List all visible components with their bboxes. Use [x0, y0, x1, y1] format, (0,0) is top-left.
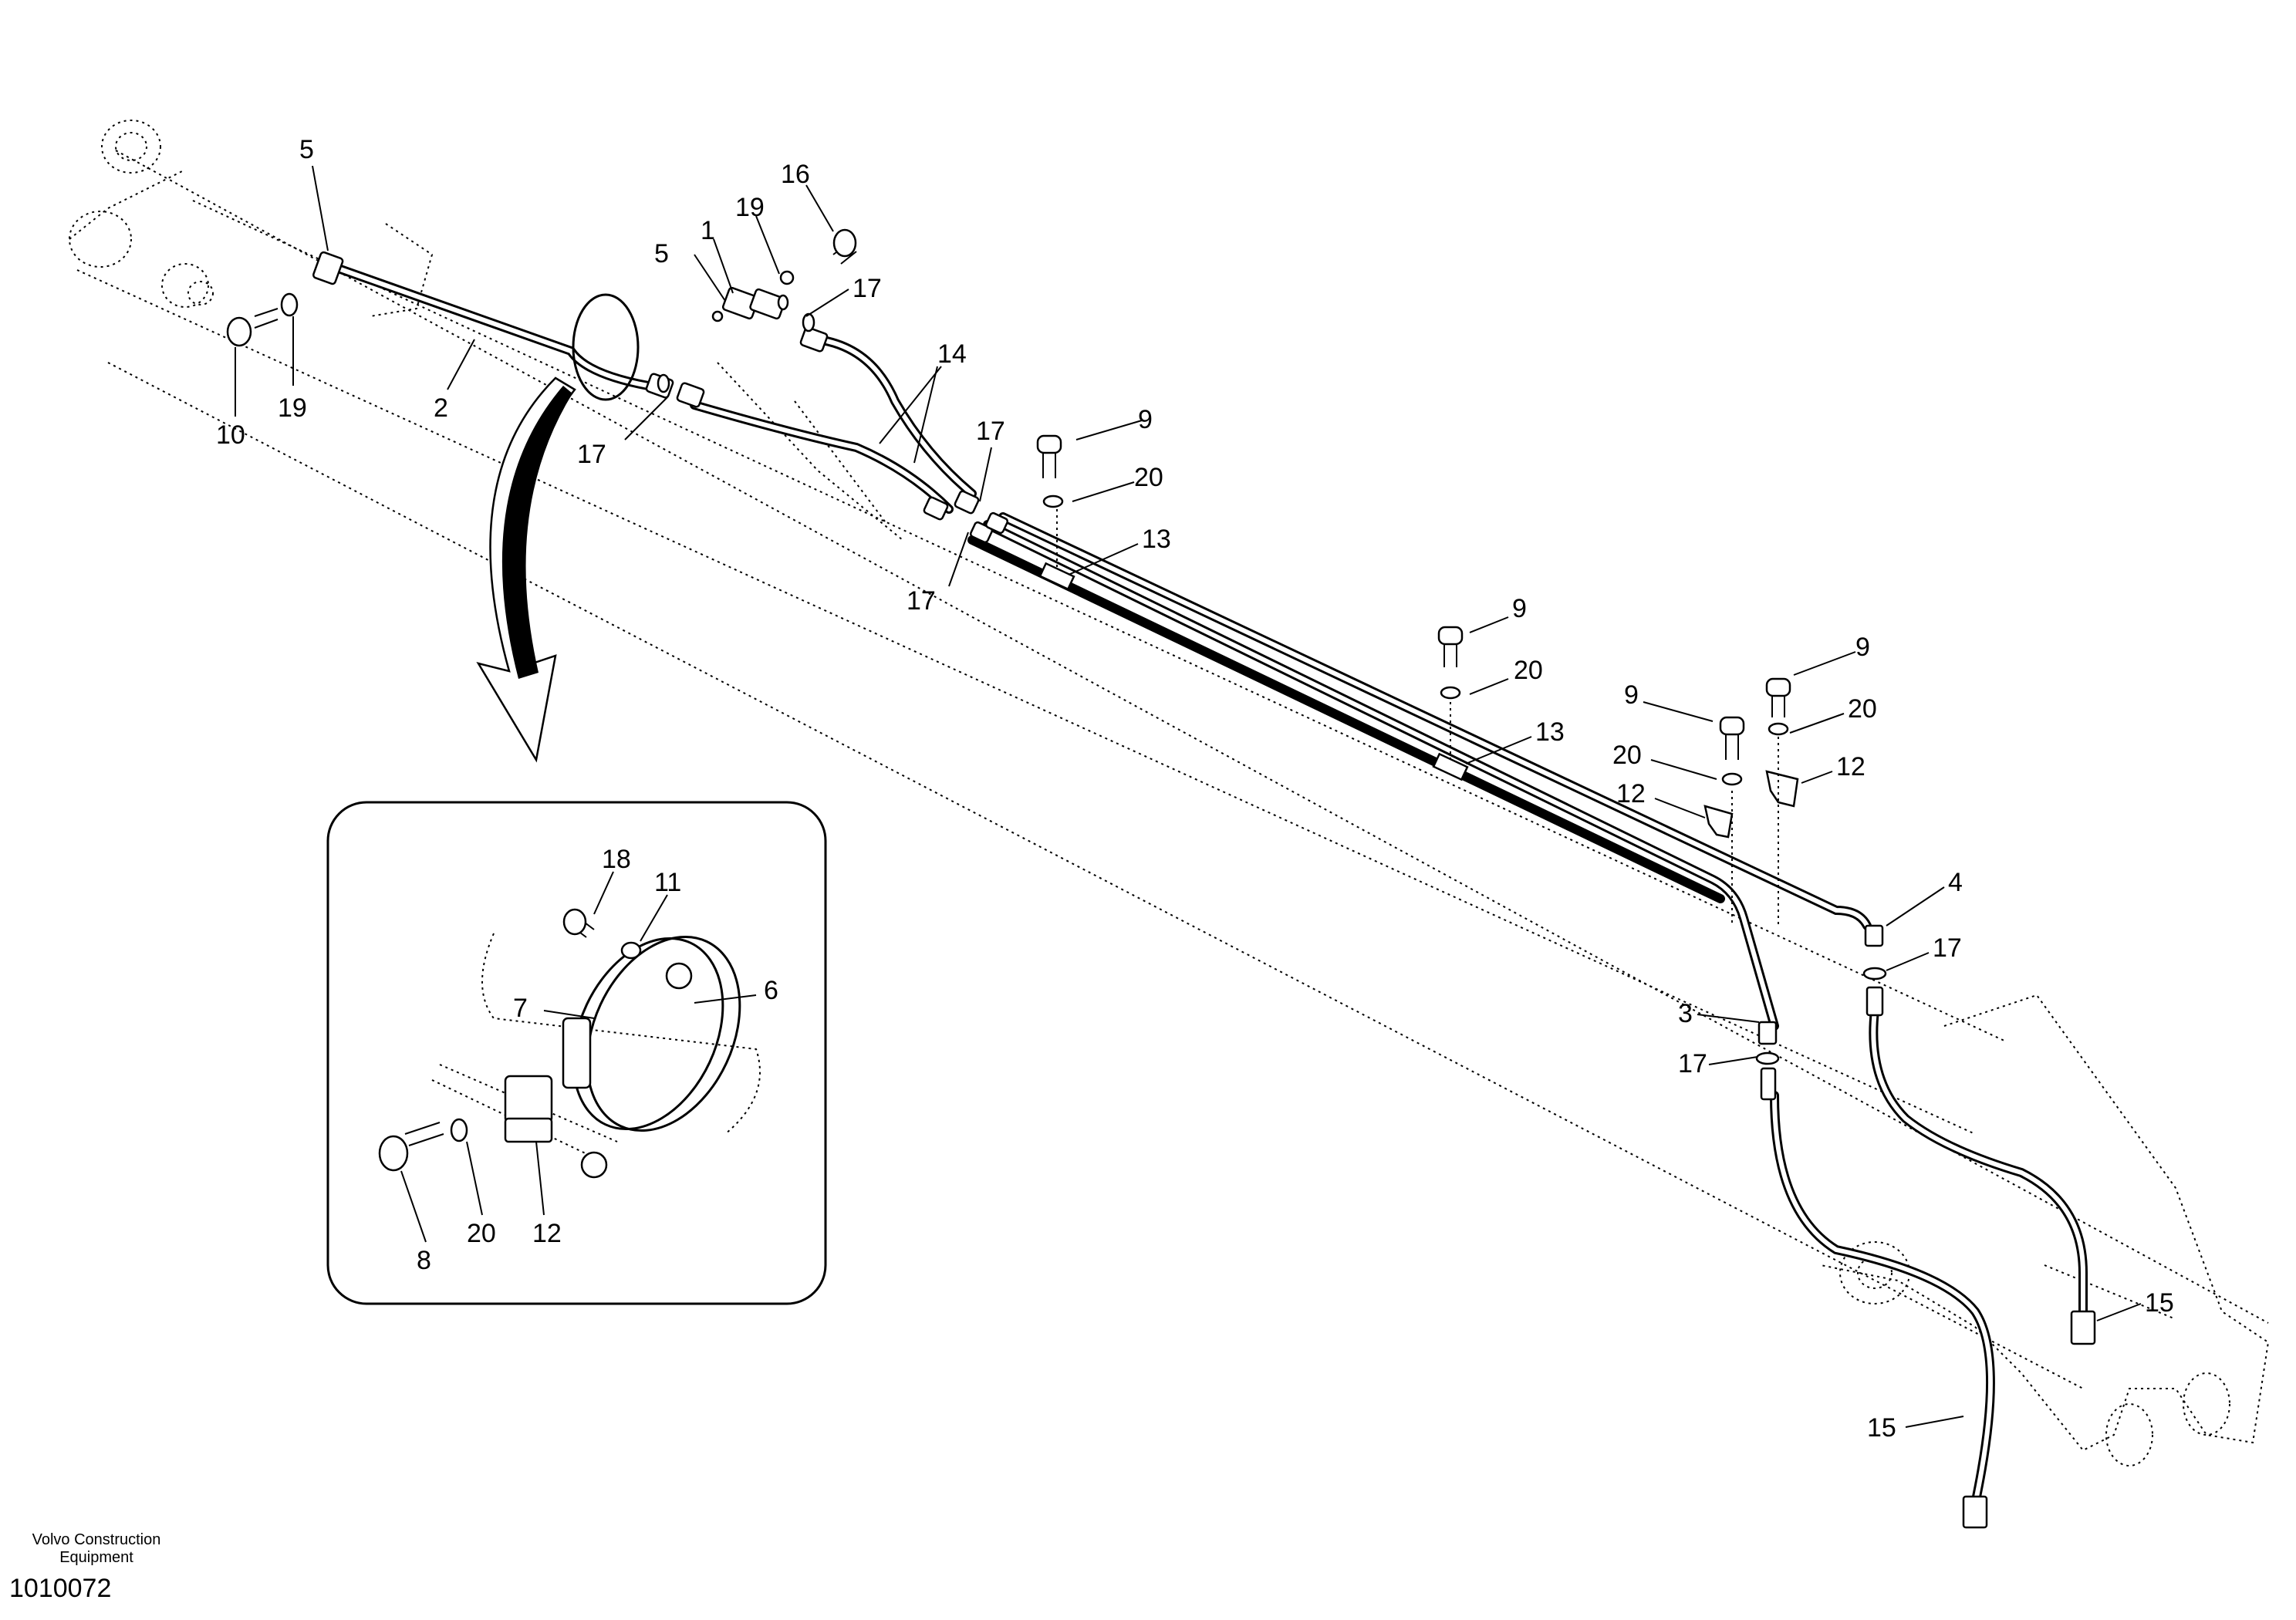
- label-17f: 17: [1678, 1049, 1707, 1078]
- label-19b: 19: [735, 193, 765, 222]
- label-12b: 12: [1616, 779, 1646, 808]
- label-5b: 5: [654, 239, 669, 268]
- hose-4: [1869, 1006, 2088, 1324]
- label-1: 1: [701, 216, 715, 245]
- bolt-9a: [1036, 434, 1062, 478]
- boom-outline: [69, 120, 2270, 1466]
- label-5a: 5: [299, 135, 314, 164]
- label-9d: 9: [1624, 680, 1639, 710]
- hose-3: [1770, 1091, 1995, 1509]
- label-17b: 17: [577, 440, 606, 469]
- fittings: [280, 251, 2096, 1529]
- label-17c: 17: [976, 417, 1005, 446]
- label-13b: 13: [1535, 717, 1565, 747]
- label-14: 14: [937, 339, 967, 369]
- label-4: 4: [1948, 868, 1963, 897]
- main-pipes: [967, 512, 1872, 1031]
- label-11: 11: [654, 868, 681, 897]
- bolt-10: [226, 308, 279, 347]
- label-19a: 19: [278, 393, 307, 423]
- label-12a: 12: [1836, 752, 1866, 781]
- hose-14-upper: [813, 335, 977, 498]
- label-20c: 20: [1848, 694, 1877, 724]
- label-9c: 9: [1855, 633, 1870, 662]
- label-17e: 17: [1933, 933, 1962, 963]
- label-10: 10: [216, 420, 245, 450]
- label-2: 2: [434, 393, 448, 423]
- bolt-9b: [1437, 626, 1464, 667]
- drawing-number: 1010072: [9, 1574, 112, 1603]
- pipe-2: [327, 262, 653, 390]
- label-20d: 20: [1612, 741, 1642, 770]
- bolt-16: [832, 228, 857, 265]
- bolt-9c: [1719, 716, 1745, 760]
- company-line-2: Equipment: [59, 1549, 133, 1566]
- label-20e: 20: [467, 1219, 496, 1248]
- company-line-1: Volvo Construction: [32, 1531, 161, 1548]
- label-17d: 17: [907, 586, 936, 616]
- detail-inset: [326, 801, 827, 1305]
- label-6: 6: [764, 976, 778, 1005]
- label-9a: 9: [1138, 405, 1153, 434]
- label-13a: 13: [1142, 525, 1171, 554]
- label-15b: 15: [1867, 1413, 1896, 1443]
- label-9b: 9: [1512, 594, 1527, 623]
- label-16: 16: [781, 160, 810, 189]
- label-20a: 20: [1134, 463, 1163, 492]
- bolt-9d: [1765, 677, 1791, 717]
- leader-lines: [235, 165, 2142, 1428]
- label-12c: 12: [532, 1219, 562, 1248]
- label-18: 18: [602, 845, 631, 874]
- detail-arrow: [476, 293, 640, 763]
- label-3: 3: [1678, 999, 1693, 1028]
- hose-14-lower: [690, 400, 954, 514]
- label-7: 7: [513, 994, 528, 1023]
- company-name: Volvo Construction Equipment: [0, 1531, 193, 1567]
- part-labels: 5 10 19 2 5 1 19 16 17 17 14 17 17 9 20 …: [216, 135, 2174, 1443]
- label-8: 8: [417, 1246, 431, 1275]
- label-15a: 15: [2145, 1288, 2174, 1318]
- label-20b: 20: [1514, 656, 1543, 685]
- label-17a: 17: [853, 274, 882, 303]
